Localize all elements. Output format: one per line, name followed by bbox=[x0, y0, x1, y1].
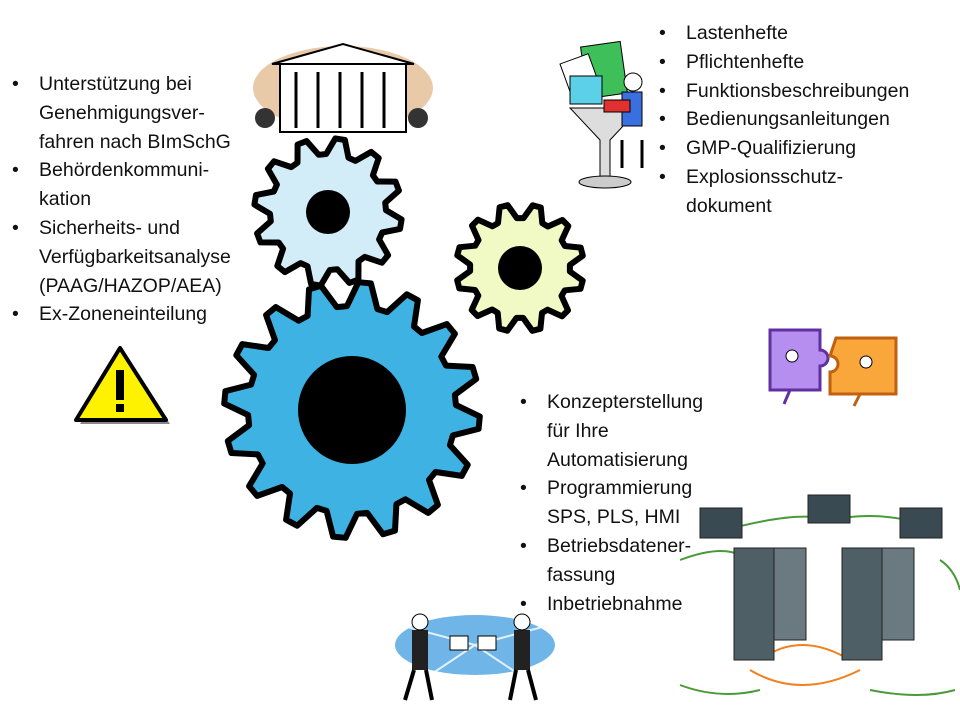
government-building-icon bbox=[253, 42, 433, 133]
list-item: Programmierung SPS, PLS, HMI bbox=[520, 474, 703, 532]
gear-yellow-icon bbox=[454, 202, 586, 334]
list-item: Konzepterstellung für Ihre Automatisieru… bbox=[520, 388, 703, 474]
warning-sign-icon bbox=[74, 346, 170, 424]
list-item: Ex-Zoneneinteilung bbox=[12, 300, 231, 329]
people-plug-icon bbox=[395, 613, 555, 701]
automation-service-list: Konzepterstellung für Ihre Automatisieru… bbox=[520, 388, 703, 618]
documentation-service-list: LastenheftePflichtenhefteFunktionsbeschr… bbox=[659, 19, 909, 221]
list-item: Behördenkommuni- kation bbox=[12, 156, 231, 214]
list-item: Sicherheits- und Verfügbarkeitsanalyse (… bbox=[12, 214, 231, 300]
list-item: Unterstützung bei Genehmigungsver- fahre… bbox=[12, 70, 231, 156]
plc-network-icon bbox=[679, 494, 960, 696]
list-item: Inbetriebnahme bbox=[520, 590, 703, 619]
gear-large-icon bbox=[221, 279, 483, 541]
documents-funnel-icon bbox=[559, 40, 644, 189]
list-item: Pflichtenhefte bbox=[659, 48, 909, 77]
list-item: GMP-Qualifizierung bbox=[659, 134, 909, 163]
list-item: Explosionsschutz- dokument bbox=[659, 163, 909, 221]
left-service-list: Unterstützung bei Genehmigungsver- fahre… bbox=[12, 70, 231, 329]
gear-small-blue-icon bbox=[251, 135, 405, 289]
list-item: Betriebsdatener- fassung bbox=[520, 532, 703, 590]
list-item: Lastenhefte bbox=[659, 19, 909, 48]
list-item: Bedienungsanleitungen bbox=[659, 105, 909, 134]
puzzle-pieces-icon bbox=[768, 328, 898, 407]
list-item: Funktionsbeschreibungen bbox=[659, 77, 909, 106]
